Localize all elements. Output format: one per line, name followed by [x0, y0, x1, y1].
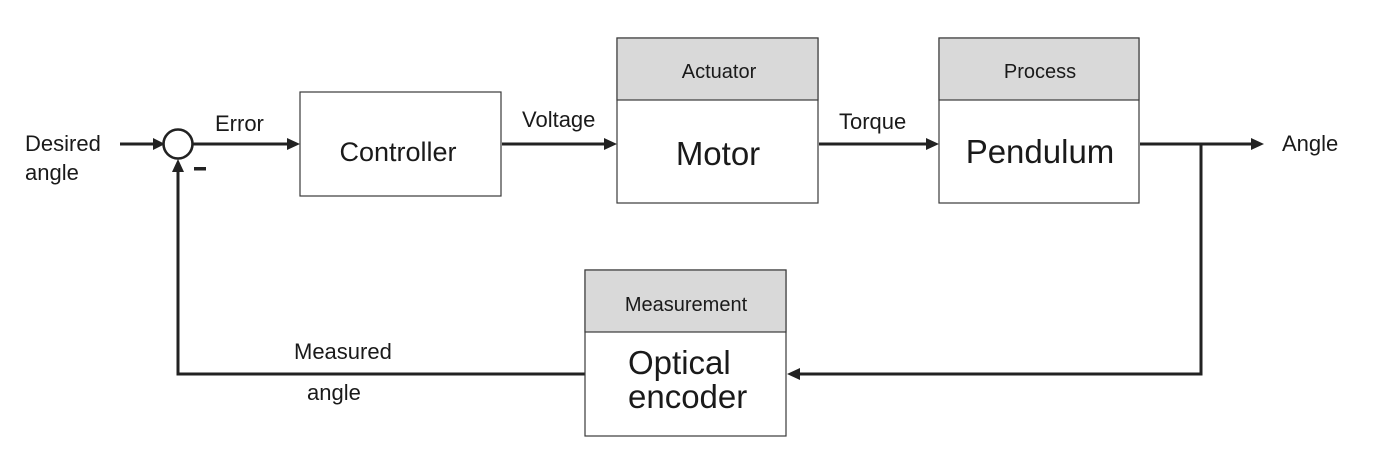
voltage-label: Voltage	[522, 107, 595, 132]
voltage-arrowhead	[604, 138, 617, 150]
summing-junction	[162, 128, 194, 160]
feedback-takeoff-wire	[797, 144, 1203, 376]
error-arrowhead	[287, 138, 300, 150]
actuator-label: Motor	[676, 135, 760, 172]
feedback-label-line2: angle	[307, 380, 361, 405]
measurement-label-line2: encoder	[628, 378, 747, 415]
process-header	[938, 37, 1140, 101]
controller-label: Controller	[339, 137, 456, 167]
feedback-summing-arrowhead	[172, 159, 184, 172]
feedback-return-wire	[176, 170, 585, 376]
measurement-header-label: Measurement	[625, 294, 748, 316]
torque-label: Torque	[839, 109, 906, 134]
input-arrowhead	[153, 138, 165, 150]
summing-minus-sign	[194, 167, 206, 171]
process-block: Process Pendulum	[938, 37, 1140, 204]
process-label: Pendulum	[966, 133, 1115, 170]
measurement-label-line1: Optical	[628, 344, 731, 381]
feedback-label-line1: Measured	[294, 339, 392, 364]
feedback-arrowhead	[787, 368, 800, 380]
torque-arrowhead	[926, 138, 939, 150]
controller-box	[299, 91, 502, 197]
controller-block: Controller	[299, 91, 502, 197]
actuator-header	[616, 37, 819, 101]
input-label-line2: angle	[25, 160, 79, 185]
measurement-block: Measurement Optical encoder	[584, 269, 787, 437]
measurement-header	[584, 269, 787, 333]
actuator-header-label: Actuator	[682, 61, 757, 83]
actuator-block: Actuator Motor	[616, 37, 819, 204]
output-label: Angle	[1282, 131, 1338, 156]
error-label: Error	[215, 111, 264, 136]
input-label-line1: Desired	[25, 131, 101, 156]
output-arrowhead	[1251, 138, 1264, 150]
process-header-label: Process	[1004, 61, 1076, 83]
